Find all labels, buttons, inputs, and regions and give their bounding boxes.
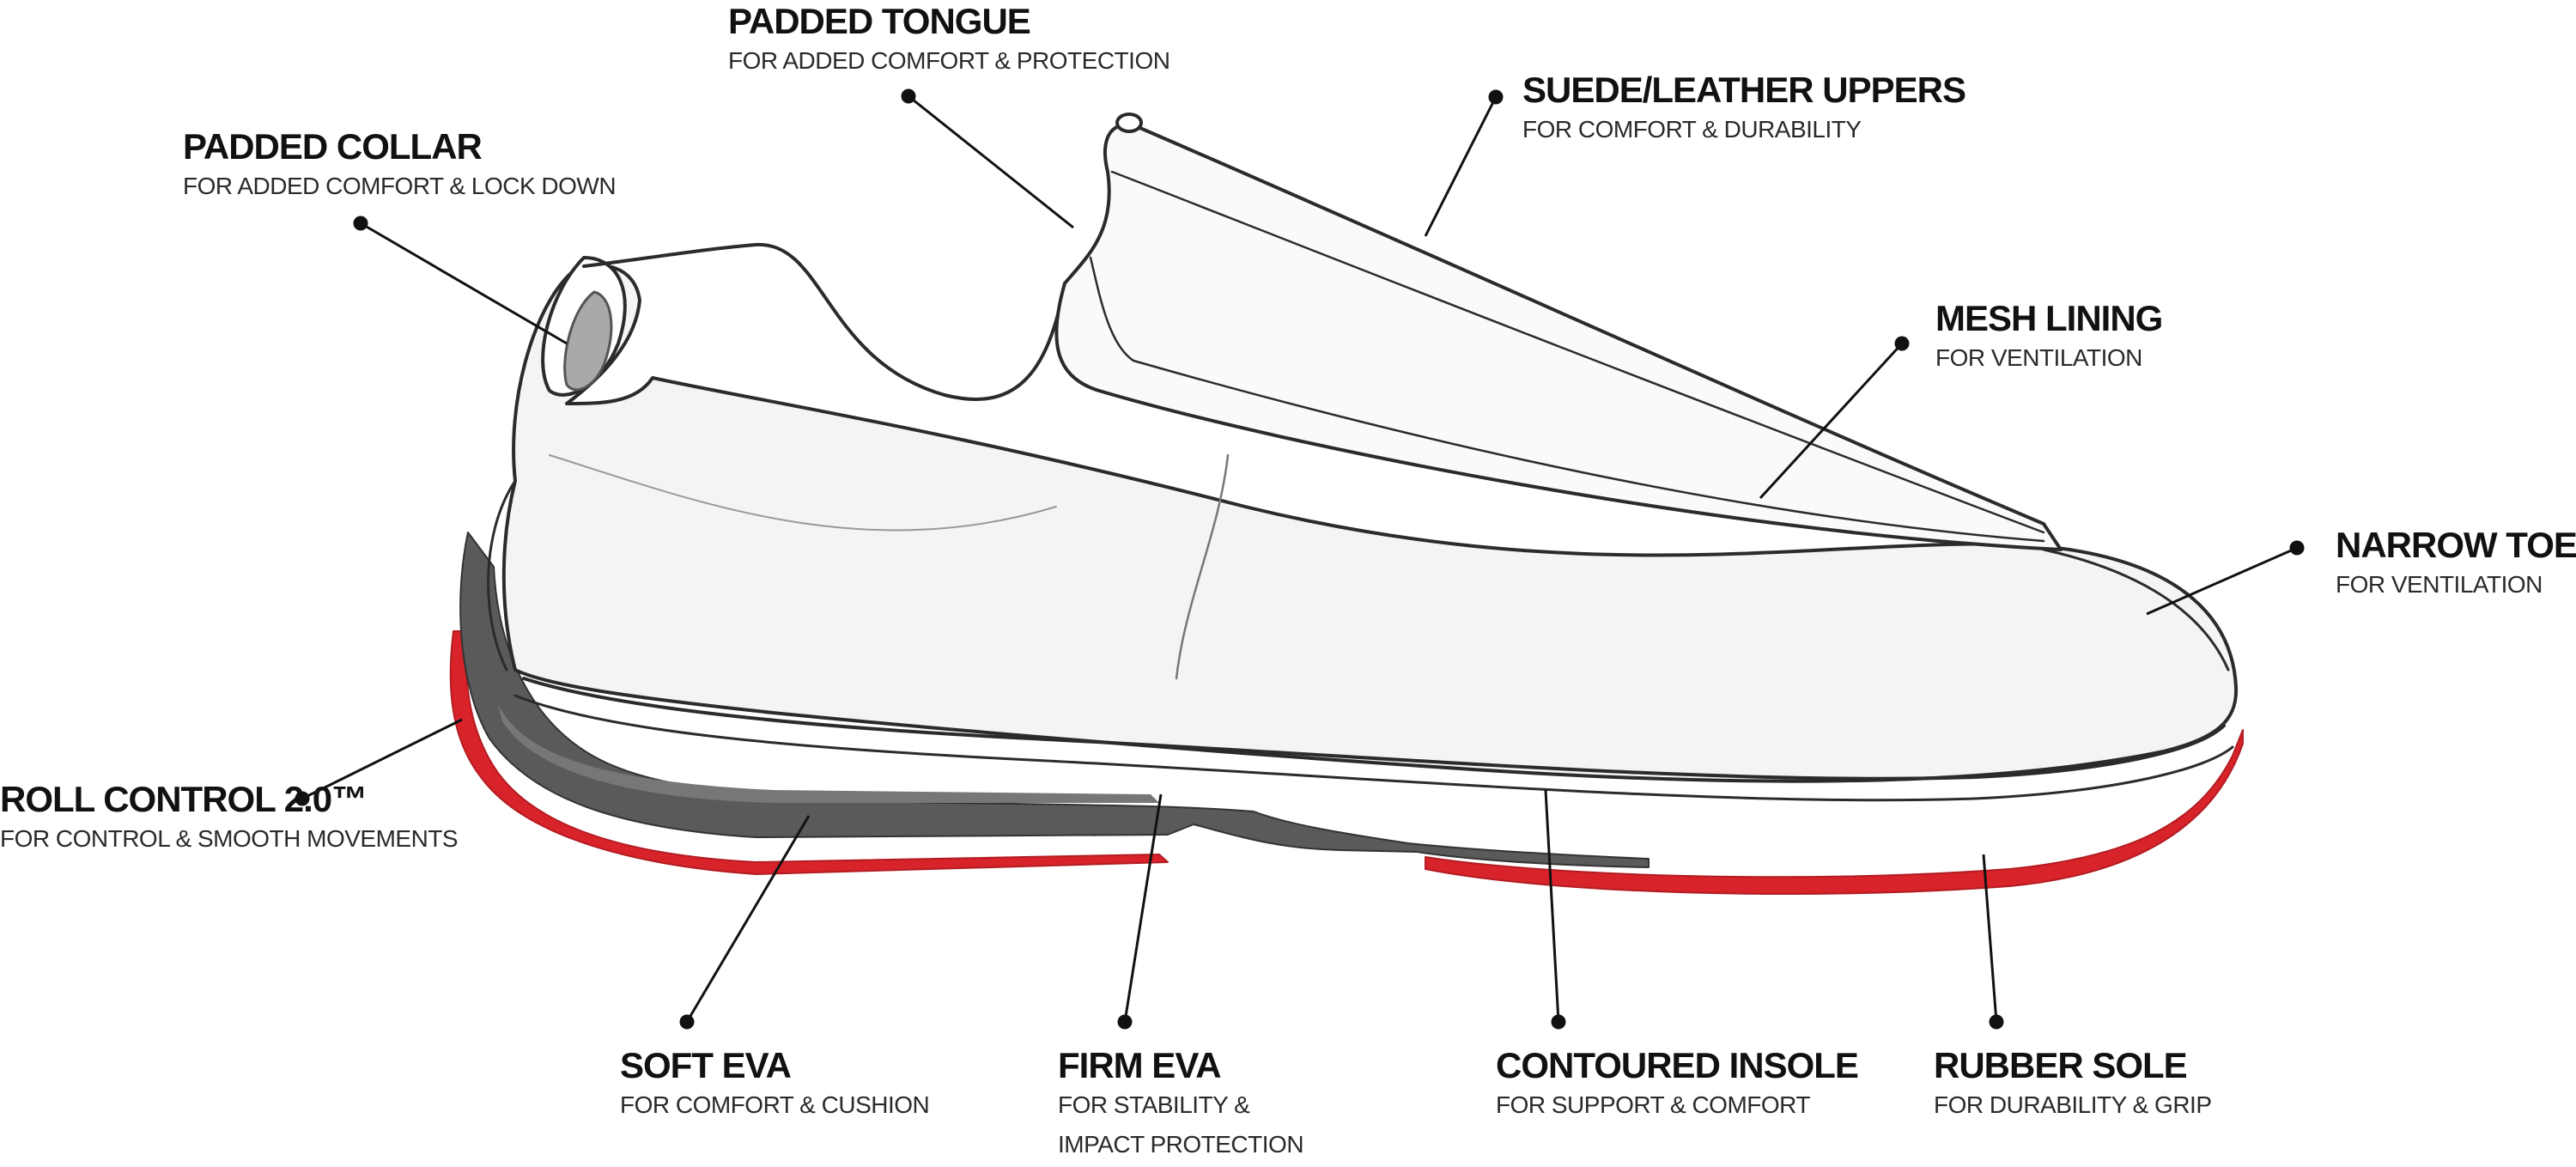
rubber-sole-heel-shape: [449, 630, 1169, 875]
collar-pad-shape: [563, 290, 613, 392]
callout-title: PADDED TONGUE: [728, 1, 1031, 41]
callout-title: SOFT EVA: [620, 1045, 792, 1085]
callout-subtitle: FOR COMFORT & CUSHION: [620, 1091, 930, 1119]
callout-title: CONTOURED INSOLE: [1496, 1045, 1859, 1085]
callout-title: PADDED COLLAR: [183, 126, 483, 167]
callout-narrow-toe-box: NARROW TOE BOX FOR VENTILATION: [2336, 525, 2576, 605]
callout-contoured-insole: CONTOURED INSOLE FOR SUPPORT & COMFORT: [1496, 1045, 1859, 1125]
leader-soft-eva: [685, 815, 811, 1023]
callout-title: MESH LINING: [1935, 298, 2163, 338]
callout-title: NARROW TOE BOX: [2336, 525, 2576, 565]
leader-roll-control: [301, 718, 463, 800]
callout-firm-eva: FIRM EVA FOR STABILITY & IMPACT PROTECTI…: [1058, 1045, 1333, 1164]
callout-title: RUBBER SOLE: [1934, 1045, 2188, 1085]
toe-seam: [2042, 548, 2230, 672]
callout-mesh-lining: MESH LINING FOR VENTILATION: [1935, 298, 2163, 378]
leader-lines: [295, 88, 2305, 1030]
dot-suede-leather-uppers: [1488, 89, 1504, 105]
dot-mesh-lining: [1894, 336, 1910, 351]
callout-padded-tongue: PADDED TONGUE FOR ADDED COMFORT & PROTEC…: [728, 1, 1170, 81]
callout-title: FIRM EVA: [1058, 1045, 1222, 1085]
dot-narrow-toe-box: [2289, 540, 2305, 556]
shoe-illustration: [449, 112, 2244, 896]
dot-firm-eva: [1117, 1014, 1133, 1030]
callout-subtitle: FOR STABILITY & IMPACT PROTECTION: [1058, 1091, 1304, 1158]
midsole-edge: [513, 694, 2234, 802]
leader-contoured-insole: [1544, 789, 1560, 1023]
leader-padded-collar: [360, 222, 568, 345]
callout-subtitle: FOR VENTILATION: [1935, 344, 2142, 372]
dot-padded-tongue: [901, 88, 916, 104]
leader-narrow-toe-box: [2146, 546, 2298, 616]
callout-subtitle: FOR DURABILITY & GRIP: [1934, 1091, 2212, 1119]
insole-line: [522, 677, 2226, 781]
vamp-seam: [1175, 453, 1230, 680]
callout-roll-control: ROLL CONTROL 2.0™ FOR CONTROL & SMOOTH M…: [0, 779, 459, 859]
tongue-loop-shape: [1115, 112, 1143, 133]
callout-title: SUEDE/LEATHER UPPERS: [1522, 70, 1966, 110]
leader-rubber-sole: [1982, 854, 1998, 1023]
callout-rubber-sole: RUBBER SOLE FOR DURABILITY & GRIP: [1934, 1045, 2212, 1125]
callout-subtitle: FOR COMFORT & DURABILITY: [1522, 116, 1862, 143]
leader-padded-tongue: [908, 94, 1074, 229]
rubber-sole-forefoot-shape: [1425, 729, 2244, 896]
leader-mesh-lining: [1759, 342, 1904, 500]
heel-counter-line: [487, 479, 517, 672]
quarter-seam: [549, 454, 1057, 532]
callout-soft-eva: SOFT EVA FOR COMFORT & CUSHION: [620, 1045, 930, 1125]
leader-firm-eva: [1123, 793, 1163, 1023]
callout-subtitle: FOR CONTROL & SMOOTH MOVEMENTS: [0, 825, 459, 853]
leader-suede-leather-uppers: [1424, 96, 1498, 237]
dot-padded-collar: [353, 216, 368, 231]
dot-soft-eva: [679, 1014, 695, 1030]
dot-rubber-sole: [1989, 1014, 2004, 1030]
dot-roll-control: [295, 791, 310, 806]
tongue-inner-line: [1089, 256, 2045, 543]
dot-contoured-insole: [1551, 1014, 1566, 1030]
callout-padded-collar: PADDED COLLAR FOR ADDED COMFORT & LOCK D…: [183, 126, 617, 206]
callout-subtitle: FOR SUPPORT & COMFORT: [1496, 1091, 1810, 1119]
tongue-shape: [1054, 123, 2063, 551]
callout-subtitle: FOR ADDED COMFORT & LOCK DOWN: [183, 173, 617, 200]
top-line: [582, 242, 1066, 401]
callout-suede-leather-uppers: SUEDE/LEATHER UPPERS FOR COMFORT & DURAB…: [1522, 70, 1966, 149]
callout-subtitle: FOR ADDED COMFORT & PROTECTION: [728, 47, 1170, 75]
callout-title: ROLL CONTROL 2.0™: [0, 779, 368, 819]
callout-subtitle: FOR VENTILATION: [2336, 571, 2543, 599]
tongue-rim: [1110, 170, 2045, 534]
